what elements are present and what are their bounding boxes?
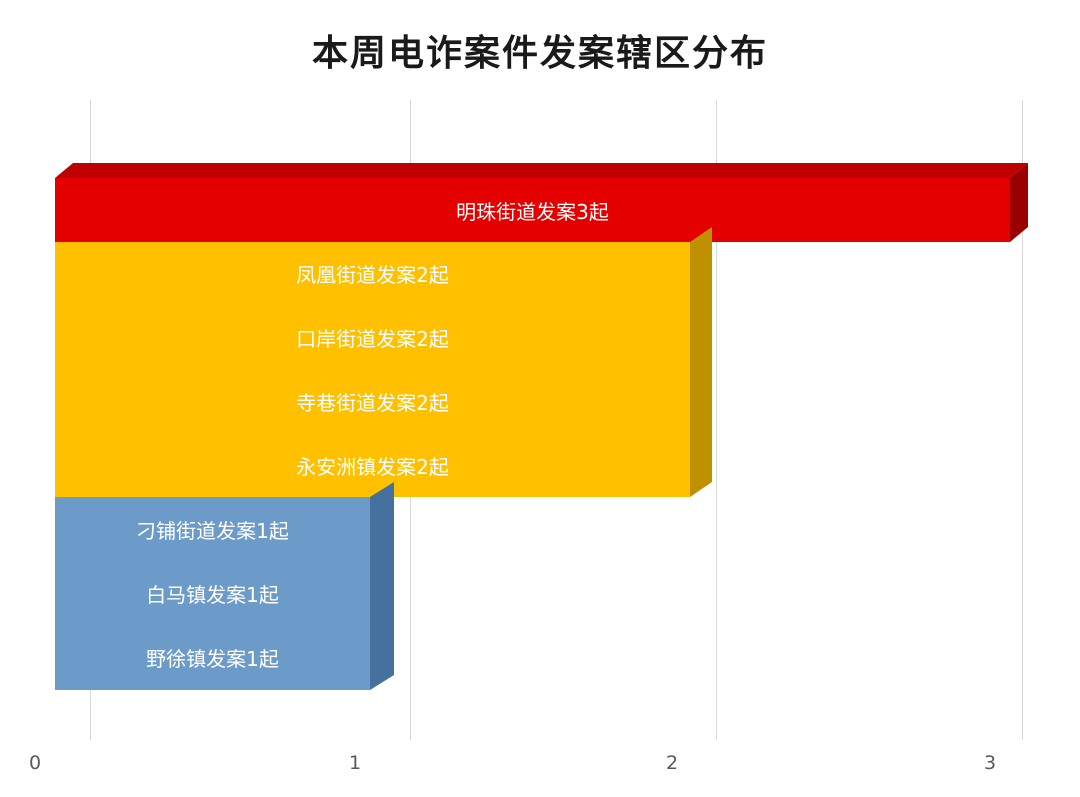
x-tick-0: 0: [28, 752, 42, 774]
bar-sixiang: 寺巷街道发案2起: [55, 370, 690, 434]
bar-label-yexu: 野徐镇发案1起: [146, 647, 279, 672]
bar-group-2cases-side-face: [690, 227, 712, 497]
x-tick-2: 2: [665, 752, 679, 774]
chart-title: 本周电诈案件发案辖区分布: [311, 33, 768, 74]
x-tick-1: 1: [348, 752, 362, 774]
bar-yonganzhou: 永安洲镇发案2起: [55, 433, 690, 497]
bar-yexu: 野徐镇发案1起: [55, 626, 370, 690]
bar-diaopu: 刁铺街道发案1起: [55, 497, 370, 561]
gridline-3: [1022, 100, 1023, 740]
bar-label-diaopu: 刁铺街道发案1起: [136, 518, 289, 543]
bar-mingzhu-side-face: [1010, 163, 1028, 242]
bar-kouan: 口岸街道发案2起: [55, 306, 690, 370]
bar-mingzhu: 明珠街道发案3起: [55, 178, 1010, 242]
bar-label-fenghuang: 凤凰街道发案2起: [296, 263, 449, 288]
bar-mingzhu-top-face: [55, 163, 1028, 178]
bar-label-sixiang: 寺巷街道发案2起: [296, 390, 449, 415]
bar-fenghuang: 凤凰街道发案2起: [55, 242, 690, 306]
gridline-2: [716, 100, 717, 740]
bar-label-yonganzhou: 永安洲镇发案2起: [296, 454, 449, 479]
bar-label-kouan: 口岸街道发案2起: [296, 327, 449, 352]
bar-baima: 白马镇发案1起: [55, 561, 370, 625]
bar-label-mingzhu: 明珠街道发案3起: [456, 199, 609, 224]
bar-group-2cases: 凤凰街道发案2起 口岸街道发案2起 寺巷街道发案2起 永安洲镇发案2起: [55, 242, 690, 497]
x-tick-3: 3: [983, 752, 997, 774]
bar-group-1case: 刁铺街道发案1起 白马镇发案1起 野徐镇发案1起: [55, 497, 370, 690]
bar-group-1case-side-face: [370, 482, 394, 690]
bar-label-baima: 白马镇发案1起: [146, 582, 279, 607]
